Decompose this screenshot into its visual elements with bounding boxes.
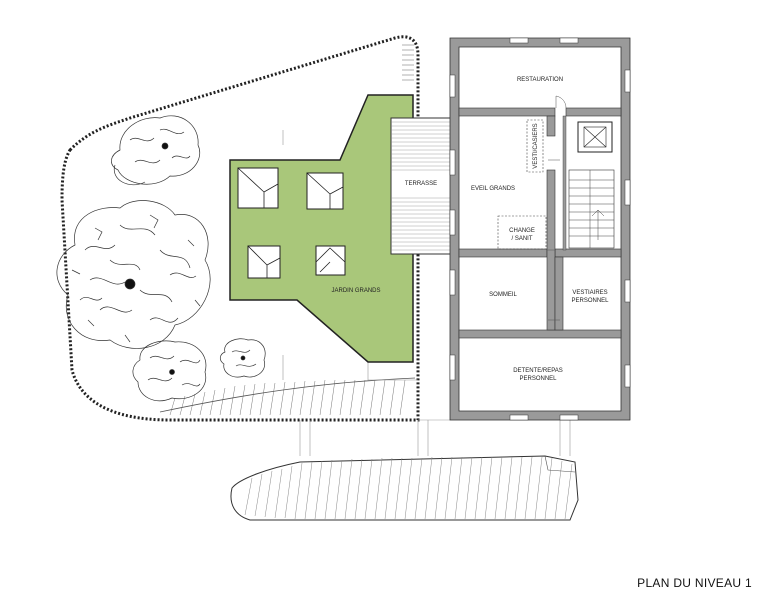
label-detente-line1: DETENTE/REPAS <box>513 368 563 374</box>
label-change-line1: CHANGE <box>509 228 535 234</box>
lower-ramp <box>230 455 579 521</box>
terrasse-deck <box>390 117 453 255</box>
change-sanit-box <box>497 215 547 250</box>
label-terrasse: TERRASSE <box>405 181 437 187</box>
label-sommeil: SOMMEIL <box>489 292 517 298</box>
skylight-2 <box>306 172 344 210</box>
label-vestiaires-line1: VESTIAIRES <box>572 290 607 296</box>
tree-top <box>111 115 200 186</box>
plan-title: PLAN DU NIVEAU 1 <box>637 576 752 590</box>
slope-hatching-top <box>402 44 414 81</box>
skylight-1 <box>237 167 279 209</box>
skylight-4 <box>315 245 346 276</box>
doors <box>547 95 567 321</box>
tree-bottom-right <box>220 338 266 378</box>
elevator <box>577 121 613 153</box>
slope-hatching-bottom <box>159 377 416 416</box>
tree-bottom-left <box>132 340 207 402</box>
jardin-grands-garden <box>229 94 414 363</box>
label-change-line2: / SANIT <box>511 236 532 242</box>
label-vestiaires-line2: PERSONNEL <box>571 298 609 304</box>
label-detente-line2: PERSONNEL <box>519 376 557 382</box>
tree-large <box>56 200 211 349</box>
vesti-casiers-cabinet <box>526 119 544 173</box>
label-jardin-grands: JARDIN GRANDS <box>331 288 380 294</box>
site-boundary <box>60 35 420 422</box>
label-restauration: RESTAURATION <box>517 77 563 83</box>
label-eveil-grands: EVEIL GRANDS <box>471 186 515 192</box>
label-vesti-casiers: VESTI/CASIERS <box>533 123 539 168</box>
skylight-3 <box>247 245 281 279</box>
staircase <box>568 169 615 249</box>
